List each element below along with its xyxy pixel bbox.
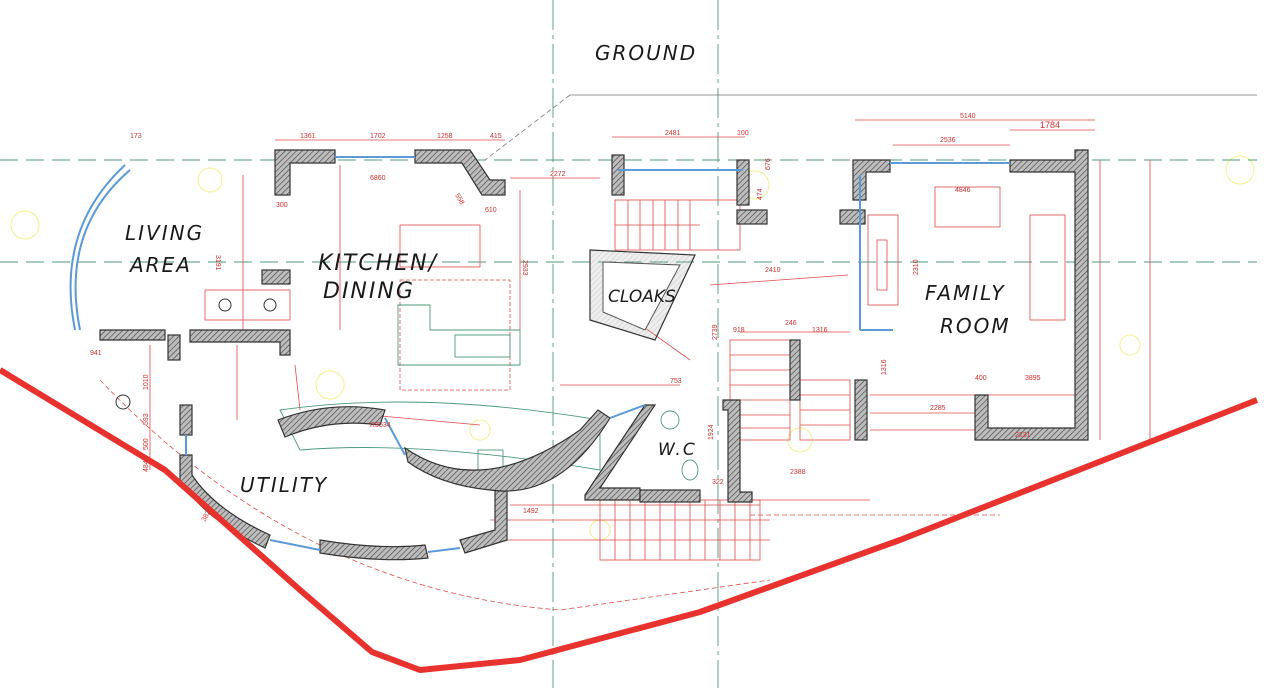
dim-label: 1492 (523, 508, 539, 515)
dim-label: 322 (712, 479, 724, 486)
staircases (599, 199, 851, 561)
drain-icon (115, 394, 131, 410)
room-label-family: FAMILY (925, 281, 1006, 305)
dim-label: 593 (143, 413, 150, 425)
fireplace-icon (867, 214, 899, 306)
dim-label: 610 (485, 207, 497, 214)
dim-label: 1316 (881, 359, 888, 375)
dim-label: R3534 (370, 422, 391, 429)
dim-label: 2739 (712, 324, 719, 340)
dim-label: 1010 (143, 374, 150, 390)
sink-icon (454, 334, 511, 358)
dim-label: 2272 (550, 171, 566, 178)
basin-icon (660, 410, 680, 430)
dim-label: 382 (201, 509, 213, 523)
room-label-utility: UTILITY (240, 473, 328, 497)
room-label-living: AREA (128, 253, 192, 277)
dim-label: 1784 (1040, 120, 1060, 130)
dim-label: 753 (670, 378, 682, 385)
room-label-wc: W.C (658, 440, 697, 460)
floor-title: GROUND (595, 41, 697, 65)
dim-label: 941 (90, 350, 102, 357)
dim-label: 500 (143, 438, 150, 450)
dim-label: 6860 (370, 175, 386, 182)
dim-label: 3895 (1025, 375, 1041, 382)
dim-label: 676 (765, 158, 772, 170)
dimension-lines (99, 119, 1151, 611)
dim-label: 1924 (708, 424, 715, 440)
site-boundary (0, 367, 1259, 673)
dim-label: 1361 (300, 133, 316, 140)
dim-label: 415 (490, 133, 502, 140)
dim-label: 1258 (437, 133, 453, 140)
dim-label: 2410 (765, 267, 781, 274)
dim-label: 173 (130, 133, 142, 140)
dim-label: 300 (276, 202, 288, 209)
fixtures (115, 186, 1066, 481)
dim-label: 2231 (1015, 432, 1031, 439)
sofa-icon (1029, 214, 1066, 321)
dim-label: 2388 (790, 469, 806, 476)
dim-label: 1316 (812, 327, 828, 334)
sofa-icon (934, 186, 1001, 228)
dim-label: 484 (143, 460, 150, 472)
dim-label: 3191 (214, 255, 221, 271)
room-label-family: ROOM (940, 314, 1011, 338)
dim-label: 100 (737, 130, 749, 137)
dim-label: 400 (975, 375, 987, 382)
dim-label: 2933 (521, 260, 528, 276)
dim-label: 474 (757, 188, 764, 200)
toilet-icon (681, 459, 699, 481)
walls (99, 149, 1089, 561)
dim-label: 2536 (940, 137, 956, 144)
dimension-labels: 173 1361 1702 1258 415 300 3191 2933 610… (90, 113, 1060, 523)
windows (69, 156, 1010, 553)
dim-label: 2481 (665, 130, 681, 137)
room-label-kitchen: KITCHEN/ (318, 251, 439, 276)
dim-label: 246 (785, 320, 797, 327)
dim-label: 558 (453, 193, 465, 207)
room-label-cloaks: CLOAKS (608, 287, 676, 307)
room-label-living: LIVING (125, 221, 204, 245)
dim-label: 918 (733, 327, 745, 334)
dim-label: 2285 (930, 405, 946, 412)
dim-label: 4846 (955, 187, 971, 194)
dim-label: 1702 (370, 133, 386, 140)
room-label-kitchen: DINING (323, 279, 415, 304)
dim-label: 5140 (960, 113, 976, 120)
dim-label: 2310 (913, 259, 920, 275)
